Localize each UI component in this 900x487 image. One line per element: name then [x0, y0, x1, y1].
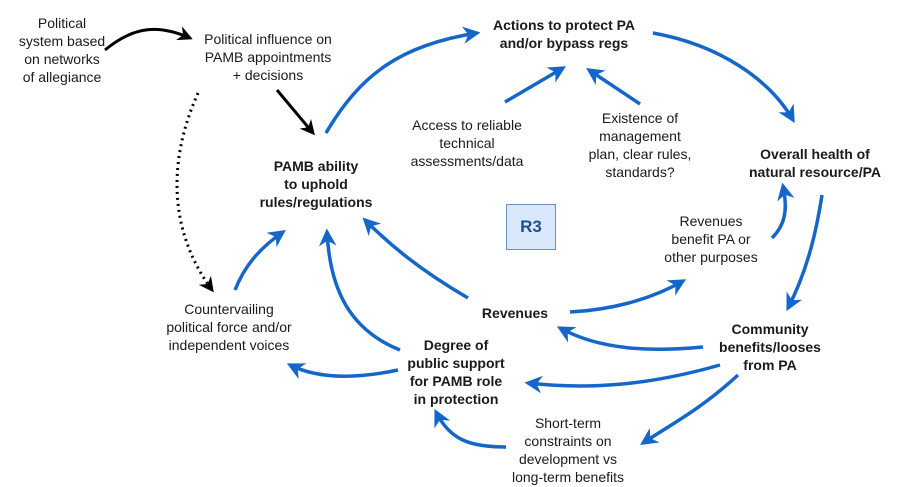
node-label-line: PAMB appointments: [204, 49, 332, 65]
node-access-data: Access to reliable technical assessments/d…: [411, 116, 524, 170]
node-label-line: development vs: [518, 451, 618, 467]
node-label-line: to uphold: [284, 176, 348, 192]
node-label-line: of allegiance: [22, 69, 102, 85]
node-label-line: long-term benefits: [511, 469, 625, 485]
node-label-line: plan, clear rules,: [588, 146, 692, 162]
node-label-line: system based: [18, 33, 106, 49]
node-label-line: independent voices: [168, 337, 290, 353]
link-public-support-to-countervailing: [286, 363, 399, 380]
node-label-line: standards?: [605, 164, 675, 180]
link-management-plan-to-actions-protect: [586, 68, 641, 106]
node-public-support: Degree of public support for PAMB role in p…: [407, 336, 504, 408]
node-label-line: Overall health of: [760, 146, 870, 162]
node-label-line: assessments/data: [410, 153, 524, 169]
node-revenues: Revenues: [482, 304, 548, 322]
node-label-line: technical: [439, 135, 495, 151]
link-actions-protect-to-overall-health: [652, 31, 795, 124]
node-label-line: constraints on: [524, 433, 612, 449]
link-revenues-benefit-to-overall-health: [770, 182, 795, 240]
node-label-line: and/or bypass regs: [499, 35, 629, 51]
node-revenues-benefit: Revenues benefit PA or other purposes: [664, 212, 757, 266]
node-label-line: other purposes: [664, 249, 758, 265]
node-label-line: Community: [731, 321, 809, 337]
link-overall-health-to-community-benefits: [786, 194, 824, 312]
node-label-line: Political influence on: [204, 31, 332, 47]
node-label-line: Degree of: [423, 337, 489, 353]
node-label-line: Revenues: [481, 305, 549, 321]
link-revenues-to-revenues-benefit: [569, 279, 687, 314]
node-label-line: in protection: [413, 391, 499, 407]
node-label-line: rules/regulations: [259, 194, 373, 210]
node-community-benefits: Community benefits/looses from PA: [719, 320, 821, 374]
node-label-line: Countervailing: [184, 301, 274, 317]
link-access-data-to-actions-protect: [504, 66, 567, 104]
node-label-line: from PA: [743, 357, 797, 373]
node-label-line: Actions to protect PA: [492, 17, 636, 33]
node-label-line: Revenues: [679, 213, 743, 229]
node-label-line: Access to reliable: [412, 117, 522, 133]
link-political-influence-to-pamb-ability: [275, 89, 315, 136]
link-short-term-to-public-support: [434, 408, 507, 449]
node-label-line: for PAMB role: [409, 373, 503, 389]
node-label-line: Existence of: [601, 110, 679, 126]
link-community-benefits-to-short-term: [640, 373, 740, 445]
node-label-line: benefit PA or: [671, 231, 751, 247]
node-label-line: + decisions: [232, 67, 304, 83]
node-label-line: PAMB ability: [273, 158, 359, 174]
node-management-plan: Existence of management plan, clear rules,…: [589, 109, 692, 181]
link-countervailing-to-pamb-ability: [233, 230, 286, 291]
node-label-line: on networks: [24, 51, 100, 67]
loop-label-r3: R3: [506, 204, 556, 250]
link-public-support-to-pamb-ability: [318, 228, 401, 352]
node-label-line: political force and/or: [166, 319, 292, 335]
node-label-line: Short-term: [534, 415, 602, 431]
link-pamb-ability-to-actions-protect: [324, 26, 481, 134]
node-short-term: Short-term constraints on development vs lo…: [512, 414, 624, 486]
node-overall-health: Overall health of natural resource/PA: [749, 145, 881, 181]
node-actions-protect: Actions to protect PA and/or bypass regs: [493, 16, 635, 52]
link-political-influence-to-countervailing: [175, 92, 214, 293]
link-political-system-to-political-influence: [104, 26, 193, 52]
link-community-benefits-to-revenues: [556, 326, 704, 351]
node-label-line: benefits/looses: [719, 339, 821, 355]
node-political-influence: Political influence on PAMB appointments +…: [204, 30, 332, 84]
node-label-line: management: [599, 128, 681, 144]
node-label-line: natural resource/PA: [748, 164, 882, 180]
node-pamb-ability: PAMB ability to uphold rules/regulations: [260, 157, 373, 211]
node-countervailing: Countervailing political force and/or inde…: [166, 300, 291, 354]
link-community-benefits-to-public-support: [524, 363, 721, 394]
node-label-line: Political: [37, 15, 87, 31]
link-revenues-to-pamb-ability: [362, 217, 469, 300]
node-political-system: Political system based on networks of alleg…: [19, 14, 105, 86]
node-label-line: public support: [407, 355, 505, 371]
